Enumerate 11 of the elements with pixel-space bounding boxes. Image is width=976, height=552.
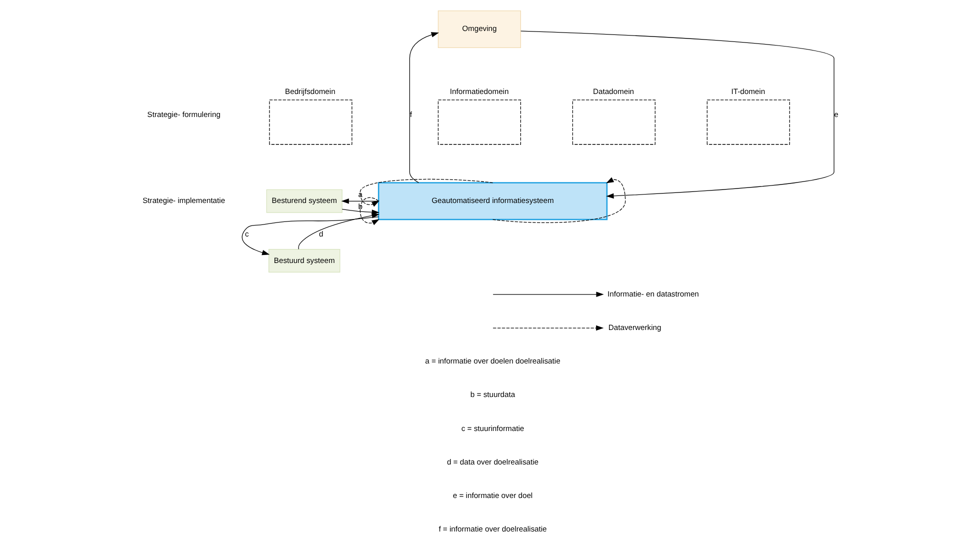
arrow [492, 177, 626, 223]
arrow [341, 198, 379, 204]
arrow [409, 32, 439, 183]
arrow [242, 216, 379, 256]
arrow [520, 30, 834, 199]
arrow [298, 212, 380, 250]
node-box [706, 100, 790, 145]
node-box [269, 100, 352, 145]
arrow [360, 178, 494, 207]
node-box [438, 100, 521, 145]
node-box [572, 100, 656, 145]
